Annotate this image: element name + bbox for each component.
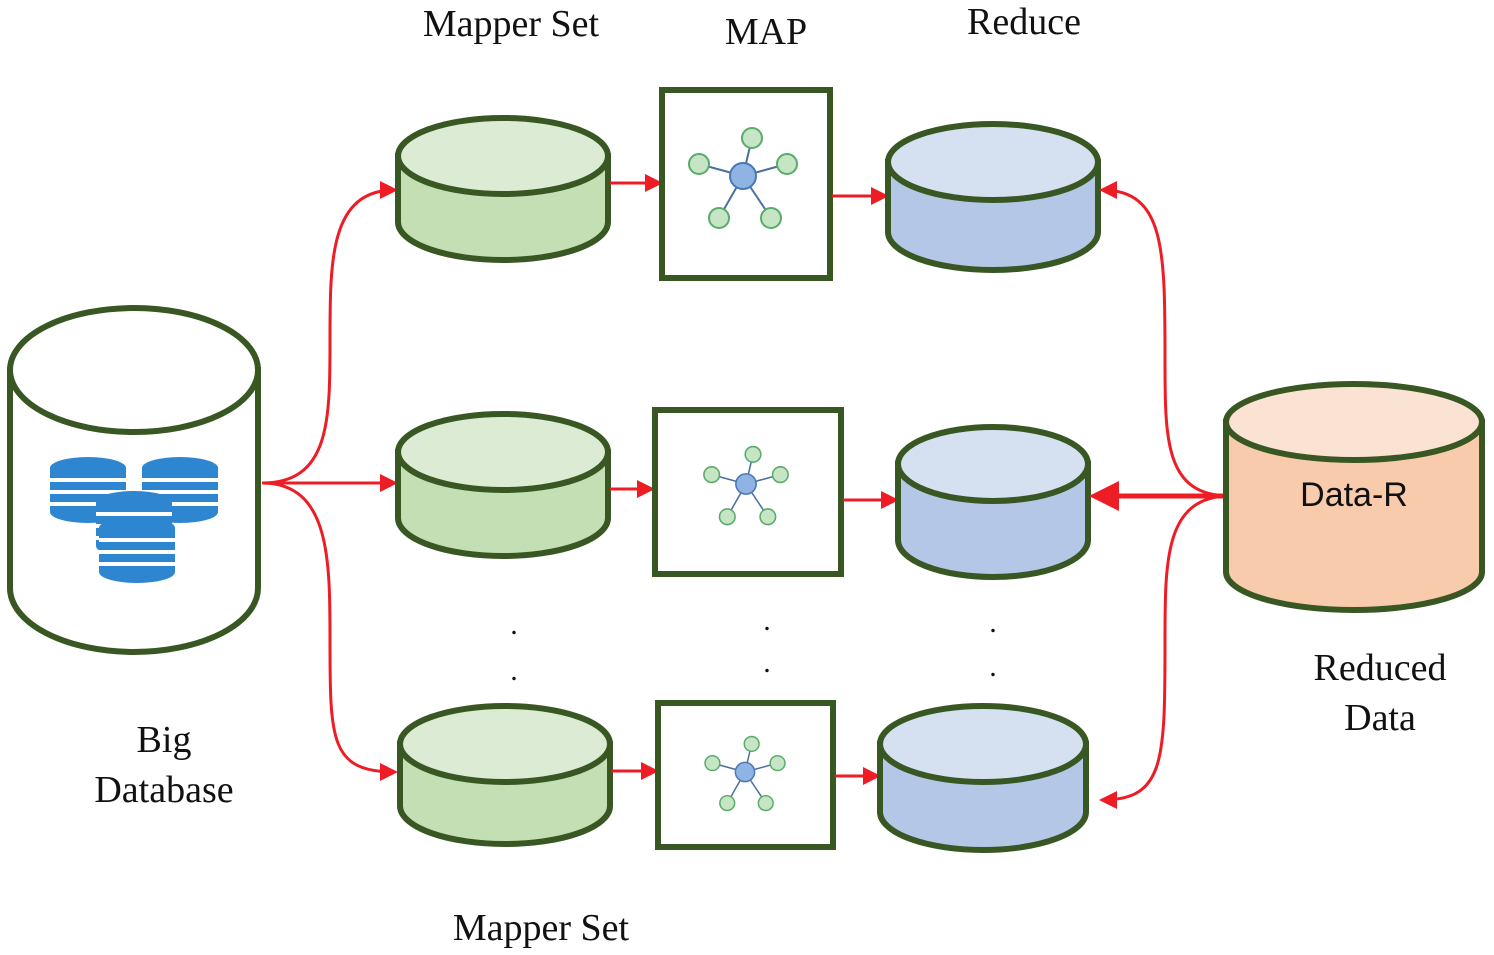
mapper-set-top-label: Mapper Set bbox=[423, 3, 600, 45]
mapper-set-bottom-label: Mapper Set bbox=[453, 907, 630, 949]
mapper-cylinder-1 bbox=[395, 115, 611, 263]
reduced-data-label-line1: Reduced bbox=[1314, 647, 1447, 689]
arrow-to-mapper-1 bbox=[261, 181, 398, 485]
map-label: MAP bbox=[725, 11, 807, 53]
ellipsis-dot: . bbox=[763, 604, 771, 637]
map-box-3 bbox=[655, 700, 836, 850]
reduce-cylinder-1 bbox=[885, 121, 1101, 273]
reduce-cylinder-3 bbox=[877, 703, 1089, 853]
ellipsis-dots: . . . . . . bbox=[510, 604, 997, 687]
mapper-cylinder-2 bbox=[395, 411, 611, 559]
ellipsis-dot: . bbox=[510, 608, 518, 641]
reduce-label: Reduce bbox=[967, 1, 1081, 43]
arrow-datar-to-reduce-3 bbox=[1099, 494, 1231, 809]
big-database-label-line1: Big bbox=[137, 719, 192, 761]
mapper-cylinder-3 bbox=[397, 703, 613, 847]
ellipsis-dot: . bbox=[510, 654, 518, 687]
map-box-2 bbox=[652, 407, 844, 577]
big-database-label-line2: Database bbox=[94, 769, 233, 811]
ellipsis-dot: . bbox=[763, 646, 771, 679]
ellipsis-dot: . bbox=[989, 606, 997, 639]
data-r-label: Data-R bbox=[1300, 476, 1408, 514]
ellipsis-dot: . bbox=[989, 650, 997, 683]
big-database-cylinder bbox=[7, 305, 261, 655]
reduce-cylinder-2 bbox=[895, 424, 1091, 580]
data-r-cylinder: Data-R bbox=[1223, 381, 1485, 613]
reduced-data-label-line2: Data bbox=[1344, 697, 1416, 739]
arrow-datar-to-reduce-1 bbox=[1099, 181, 1231, 498]
split-arrows bbox=[261, 181, 398, 781]
map-box-1 bbox=[659, 87, 833, 281]
collect-arrows bbox=[1089, 181, 1231, 809]
arrow-to-mapper-3 bbox=[261, 481, 398, 781]
